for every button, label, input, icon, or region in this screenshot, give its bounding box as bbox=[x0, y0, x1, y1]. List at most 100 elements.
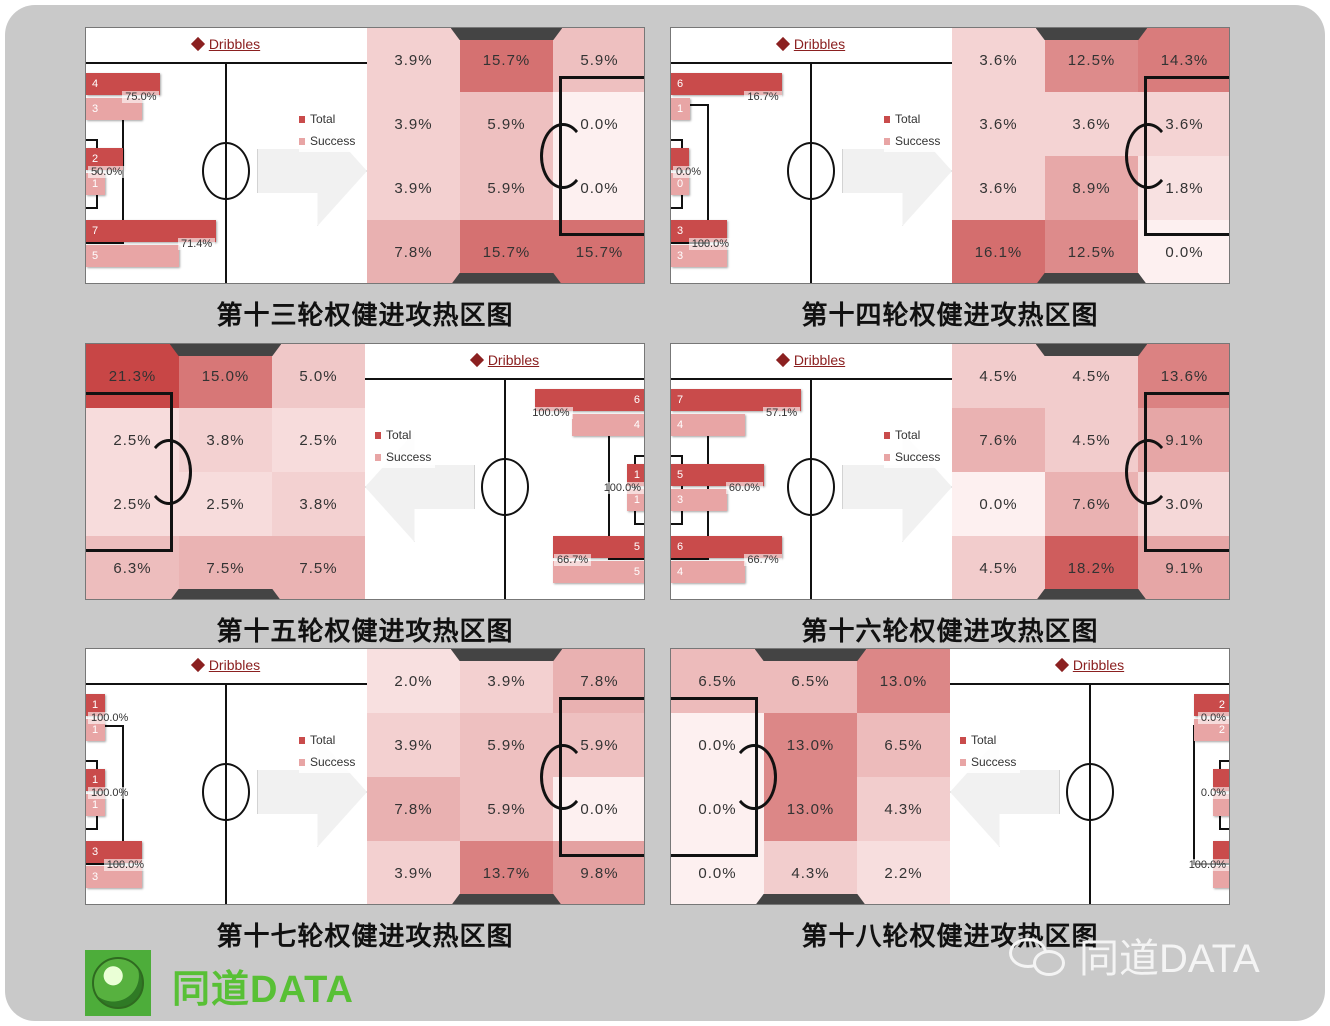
pitch-edge-marker bbox=[1035, 273, 1148, 283]
heatmap-cell: 4.3% bbox=[857, 777, 950, 841]
heatmap-cell: 13.7% bbox=[460, 841, 553, 904]
total-bar: 7 bbox=[671, 389, 801, 411]
heatmap-cell: 3.6% bbox=[952, 156, 1045, 220]
success-bar: 3 bbox=[671, 245, 727, 267]
round-caption: 第十三轮权健进攻热区图 bbox=[216, 301, 514, 331]
heatmap-cell: 3.8% bbox=[272, 472, 365, 536]
heatmap-cell: 5.0% bbox=[272, 344, 365, 408]
total-bar: 7 bbox=[86, 220, 216, 242]
legend-total: Total bbox=[375, 424, 435, 446]
penalty-arc bbox=[540, 744, 586, 810]
legend: Total Success bbox=[375, 424, 435, 468]
dribbles-title-text: Dribbles bbox=[487, 352, 540, 368]
dribbles-title: Dribbles bbox=[86, 657, 367, 673]
dribbles-title: Dribbles bbox=[365, 352, 644, 368]
heatmap-cell: 0.0% bbox=[1138, 220, 1229, 283]
heatmap-cell: 15.7% bbox=[460, 220, 553, 283]
total-bar bbox=[1213, 841, 1229, 863]
penalty-arc bbox=[146, 439, 192, 505]
success-bar: 1 bbox=[86, 719, 105, 741]
dribbles-title-text: Dribbles bbox=[1072, 657, 1125, 673]
success-rate: 0.0% bbox=[1197, 787, 1229, 799]
heatmap-cell: 2.0% bbox=[367, 649, 460, 713]
legend-success: Success bbox=[884, 446, 944, 468]
heatmap-cell: 4.5% bbox=[1045, 408, 1138, 472]
heatmap-cell: 3.6% bbox=[952, 28, 1045, 92]
diamond-icon bbox=[190, 657, 205, 673]
dribbles-title: Dribbles bbox=[950, 657, 1229, 673]
dribbles-title: Dribbles bbox=[671, 36, 952, 52]
heatmap-cell: 7.8% bbox=[367, 220, 460, 283]
success-rate: 100.0% bbox=[88, 712, 132, 724]
diamond-icon bbox=[469, 352, 484, 368]
heatmap-cell: 9.8% bbox=[553, 841, 644, 904]
legend-total: Total bbox=[299, 729, 359, 751]
success-bar: 3 bbox=[86, 866, 142, 888]
heatmap-cell: 3.8% bbox=[179, 408, 272, 472]
heatmap-cell: 5.9% bbox=[553, 28, 644, 92]
success-rate: 100.0% bbox=[600, 482, 644, 494]
success-bar: 3 bbox=[86, 98, 142, 120]
heatmap-cell: 7.6% bbox=[1045, 472, 1138, 536]
success-rate: 60.0% bbox=[725, 482, 764, 494]
heatmap-cell: 2.5% bbox=[272, 408, 365, 472]
round-panel: 4.5%4.5%13.6%7.6%4.5%9.1%0.0%7.6%3.0%4.5… bbox=[670, 343, 1230, 600]
centre-circle bbox=[481, 458, 529, 516]
heatmap-cell: 3.9% bbox=[367, 841, 460, 904]
dribbles-title-text: Dribbles bbox=[208, 657, 261, 673]
penalty-arc bbox=[1125, 123, 1171, 189]
heatmap-cell: 3.6% bbox=[952, 92, 1045, 156]
diamond-icon bbox=[775, 352, 790, 368]
pitch-edge-marker bbox=[754, 649, 867, 661]
total-bar: 1 bbox=[86, 694, 105, 716]
success-rate: 16.7% bbox=[744, 91, 782, 103]
total-bar: 6 bbox=[671, 536, 783, 558]
heatmap-cell: 13.0% bbox=[764, 777, 857, 841]
total-bar: 2 bbox=[86, 148, 124, 170]
legend: Total Success bbox=[960, 729, 1020, 773]
success-rate: 0.0% bbox=[1197, 712, 1229, 724]
heatmap-cell: 0.0% bbox=[671, 841, 764, 904]
legend: Total Success bbox=[299, 729, 359, 773]
heatmap-cell: 13.0% bbox=[857, 649, 950, 713]
centre-circle bbox=[202, 142, 250, 200]
pitch-edge-marker bbox=[1035, 344, 1148, 356]
success-rate: 100.0% bbox=[1185, 859, 1229, 871]
total-bar: 5 bbox=[553, 536, 644, 558]
round-panel: 2.0%3.9%7.8%3.9%5.9%5.9%7.8%5.9%0.0%3.9%… bbox=[85, 648, 645, 905]
centre-circle bbox=[202, 763, 250, 821]
total-bar: 5 bbox=[671, 464, 764, 486]
legend-success: Success bbox=[884, 130, 944, 152]
heatmap-cell: 3.9% bbox=[367, 92, 460, 156]
total-bar: 3 bbox=[86, 841, 142, 863]
pitch-edge-marker bbox=[169, 589, 282, 599]
heatmap-cell: 13.6% bbox=[1138, 344, 1229, 408]
success-rate: 66.7% bbox=[744, 554, 782, 566]
diamond-icon bbox=[775, 36, 790, 52]
pitch-edge-marker bbox=[754, 894, 867, 904]
pitch-edge-marker bbox=[450, 28, 563, 40]
football-icon bbox=[92, 957, 144, 1009]
total-bar: 1 bbox=[627, 464, 644, 486]
legend-total: Total bbox=[884, 108, 944, 130]
legend-success: Success bbox=[299, 751, 359, 773]
total-bar: 6 bbox=[534, 389, 644, 411]
round-panel: 6.5%6.5%13.0%0.0%13.0%6.5%0.0%13.0%4.3%0… bbox=[670, 648, 1230, 905]
round-caption: 第十八轮权健进攻热区图 bbox=[801, 922, 1099, 952]
legend-total: Total bbox=[884, 424, 944, 446]
heatmap-cell: 7.8% bbox=[367, 777, 460, 841]
pitch-edge-marker bbox=[450, 894, 563, 904]
heatmap-cell: 4.5% bbox=[952, 536, 1045, 599]
tongdao-logo bbox=[85, 950, 151, 1016]
total-bar bbox=[671, 148, 689, 170]
round-panel: 3.6%12.5%14.3%3.6%3.6%3.6%3.6%8.9%1.8%16… bbox=[670, 27, 1230, 284]
heatmap-cell: 5.9% bbox=[460, 777, 553, 841]
pitch-edge-marker bbox=[169, 344, 282, 356]
brand-name: 同道DATA bbox=[172, 969, 354, 1011]
legend: Total Success bbox=[884, 424, 944, 468]
success-bar: 1 bbox=[671, 98, 690, 120]
success-bar: 5 bbox=[86, 245, 179, 267]
success-rate: 57.1% bbox=[763, 407, 801, 419]
success-bar bbox=[1213, 866, 1229, 888]
